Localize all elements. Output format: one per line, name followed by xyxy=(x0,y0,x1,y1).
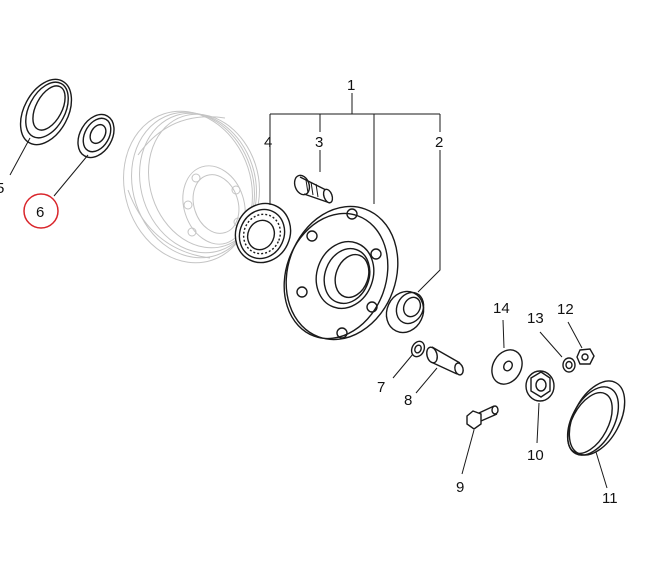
callout-2[interactable]: 2 xyxy=(435,134,443,151)
callout-7[interactable]: 7 xyxy=(377,379,385,396)
callout-3[interactable]: 3 xyxy=(315,134,323,151)
part-4-bearing[interactable] xyxy=(226,194,300,271)
callout-1[interactable]: 1 xyxy=(347,77,355,94)
part-11-hub-cap[interactable] xyxy=(557,372,636,464)
part-14-washer[interactable] xyxy=(486,344,528,389)
part-13-washer[interactable] xyxy=(562,357,576,373)
part-3-wheel-stud[interactable] xyxy=(292,173,334,204)
callout-5[interactable]: 5 xyxy=(0,180,4,197)
callout-6[interactable]: 6 xyxy=(36,204,44,221)
part-7-washer[interactable] xyxy=(409,339,427,359)
part-10-flange-nut[interactable] xyxy=(525,370,555,402)
part-1-hub[interactable] xyxy=(267,191,416,356)
part-12-nut[interactable] xyxy=(576,348,595,365)
leader-lines xyxy=(9,93,608,489)
callout-4[interactable]: 4 xyxy=(264,134,272,151)
part-8-bolt[interactable] xyxy=(425,346,464,376)
callout-11[interactable]: 11 xyxy=(602,490,618,507)
callout-10[interactable]: 10 xyxy=(527,447,544,464)
callout-13[interactable]: 13 xyxy=(527,310,544,327)
part-5-seal[interactable] xyxy=(10,71,82,153)
part-2-bearing-cone[interactable] xyxy=(380,285,430,338)
callout-12[interactable]: 12 xyxy=(557,301,574,318)
part-6-washer[interactable] xyxy=(71,108,122,164)
callout-14[interactable]: 14 xyxy=(493,300,510,317)
part-9-bolt[interactable] xyxy=(466,405,499,430)
callout-9[interactable]: 9 xyxy=(456,479,464,496)
callout-6-highlight-ring xyxy=(23,193,59,229)
callout-8[interactable]: 8 xyxy=(404,392,412,409)
